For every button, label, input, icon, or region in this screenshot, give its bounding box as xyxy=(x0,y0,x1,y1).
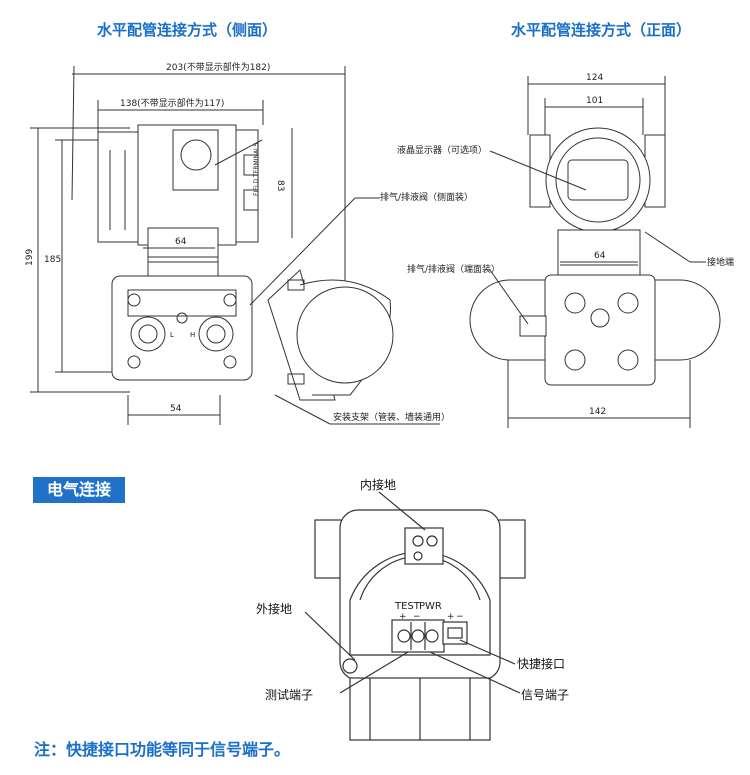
footnote: 注：快捷接口功能等同于信号端子。 xyxy=(34,740,291,759)
dim-side-83: 83 xyxy=(275,180,285,191)
plus-sign-1: + xyxy=(399,612,407,622)
internal-ground-label: 内接地 xyxy=(360,477,396,492)
signal-terminal-label: 信号端子 xyxy=(521,688,569,702)
dim-front-101: 101 xyxy=(586,96,603,106)
vent-end-label: 排气/排液阀（端面装） xyxy=(407,263,500,275)
test-label: TEST xyxy=(394,601,421,612)
port-h-label: H xyxy=(190,331,195,339)
dim-side-54: 54 xyxy=(170,404,182,414)
electrical-heading: 电气连接 xyxy=(33,477,125,503)
dim-side-138: 138(不带显示部件为117) xyxy=(120,97,224,109)
dim-front-64: 64 xyxy=(594,251,606,261)
plus-sign-2: + xyxy=(447,612,455,622)
dim-side-64: 64 xyxy=(175,237,187,247)
test-terminal-label: 测试端子 xyxy=(265,687,313,702)
bracket-label: 安装支架（管装、墙装通用） xyxy=(333,411,450,423)
port-l-label: L xyxy=(170,331,174,339)
ground-label: 接地端 xyxy=(707,256,734,268)
quick-connect-label: 快捷接口 xyxy=(517,656,565,671)
front-view-title: 水平配管连接方式（正面） xyxy=(511,21,692,39)
dim-front-142: 142 xyxy=(589,407,606,417)
dim-side-199: 199 xyxy=(25,249,35,266)
minus-sign-2: − xyxy=(456,612,464,622)
display-label: 液晶显示器（可选项） xyxy=(397,144,487,156)
dim-side-203: 203(不带显示部件为182) xyxy=(166,61,270,73)
vent-side-label: 排气/排液阀（侧面装） xyxy=(380,191,473,203)
dim-front-124: 124 xyxy=(586,73,603,83)
minus-sign-1: − xyxy=(413,612,421,622)
dim-side-185: 185 xyxy=(44,255,61,265)
external-ground-label: 外接地 xyxy=(256,601,292,616)
field-terminals-label: FIELD TERMINALS xyxy=(253,143,260,196)
side-view-title: 水平配管连接方式（侧面） xyxy=(97,21,278,39)
pwr-label: PWR xyxy=(419,601,442,612)
